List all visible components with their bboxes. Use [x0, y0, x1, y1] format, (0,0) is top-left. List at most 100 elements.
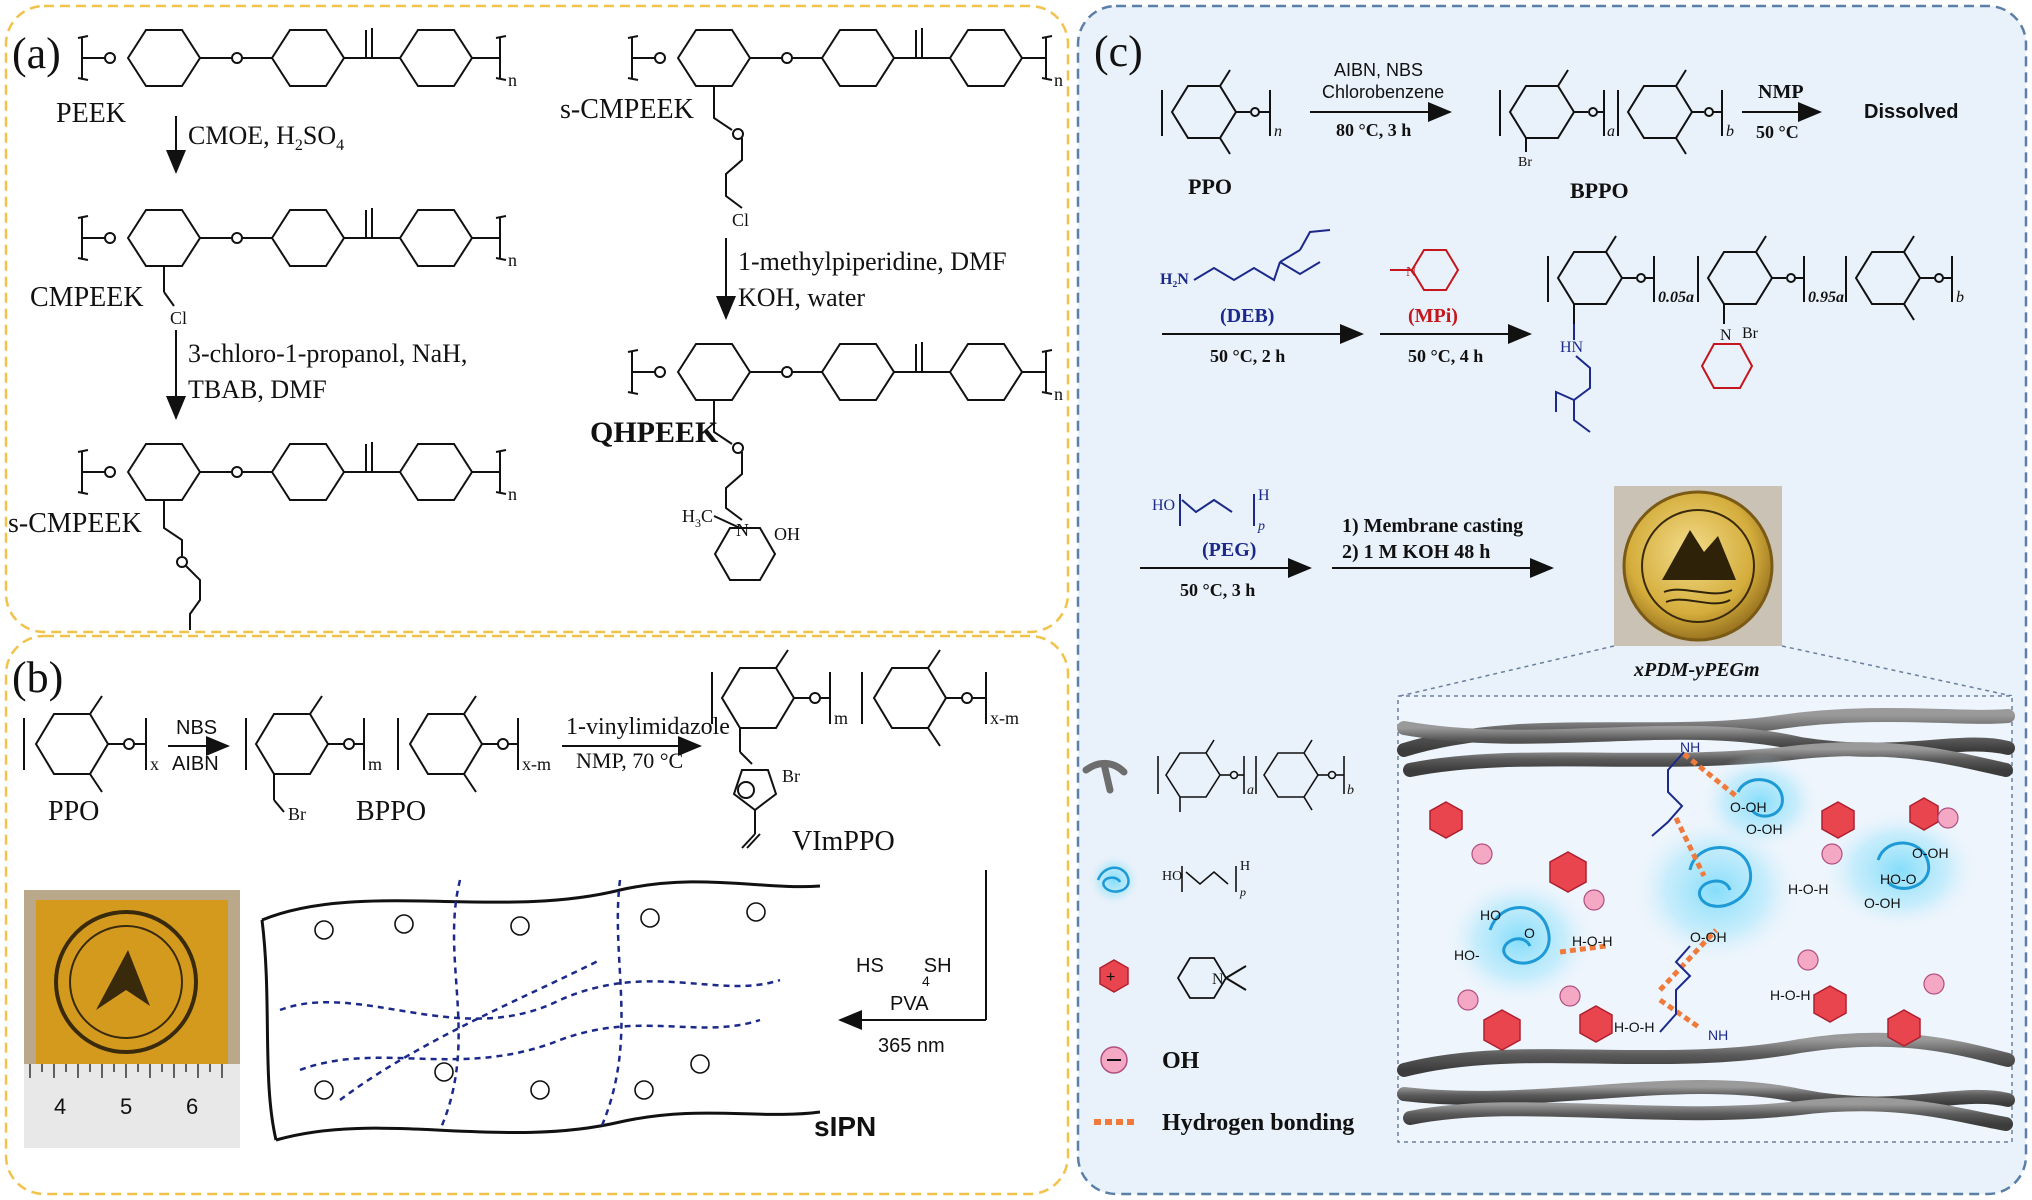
- legend-b: b: [1347, 783, 1354, 798]
- inset-label-nh-bottom: NH: [1708, 1027, 1728, 1043]
- legend-polymer-structure: [1157, 739, 1345, 812]
- legend-peg-h: H: [1240, 859, 1250, 874]
- c-mpi-structure: [1390, 249, 1460, 291]
- b-vimppo-xm: x-m: [990, 708, 1019, 728]
- b-reagent-nmp: NMP, 70 °C: [576, 748, 683, 773]
- c-ppo-structure: [1161, 69, 1271, 155]
- inset-label-nh-top: NH: [1680, 739, 1700, 755]
- b-bppo-xm: x-m: [522, 754, 551, 774]
- c-r2-cond: 50 °C: [1756, 122, 1799, 142]
- c-peg-structure: [1179, 494, 1255, 526]
- c-peg-cond: 50 °C, 3 h: [1180, 580, 1255, 600]
- legend-oh-label: OH: [1162, 1048, 1200, 1074]
- b-vimppo-label: VImPPO: [792, 826, 895, 857]
- inset-label-13: O-OH: [1864, 895, 1901, 911]
- b-ppo-x: x: [150, 754, 159, 774]
- step2-line2: TBAB, DMF: [188, 375, 327, 404]
- panel-b-label: (b): [12, 653, 63, 702]
- b-bppo-structure: [245, 695, 519, 813]
- s-cmpeek-label: s-CMPEEK: [8, 508, 142, 539]
- panel-a: (a) n PEEK CMOE, H2SO4: [8, 28, 1063, 630]
- inset-label-5: O: [1524, 925, 1535, 941]
- b-ppo-structure: [23, 695, 147, 793]
- c-bppo-br: Br: [1518, 155, 1532, 170]
- b-uv: 365 nm: [878, 1035, 945, 1057]
- peek-n: n: [508, 70, 517, 90]
- legend-peg-ho: HO: [1162, 869, 1182, 884]
- c-ppo-n: n: [1274, 123, 1282, 140]
- panel-c-label: (c): [1094, 27, 1143, 76]
- inset-label-14: O-OH: [1912, 845, 1949, 861]
- s-cmpeek-n: n: [508, 484, 517, 504]
- b-sipn-label: sIPN: [814, 1111, 876, 1142]
- c-product-mpi-arm: [1700, 343, 1754, 389]
- c-deb-structure: [1193, 229, 1331, 282]
- c-r1-line2: Chlorobenzene: [1322, 82, 1444, 102]
- inset-label-8: H-O-H: [1572, 933, 1612, 949]
- qhpeek-n-plus: N: [736, 520, 749, 540]
- inset-label-6: HO-: [1454, 947, 1480, 963]
- b-pva: PVA: [890, 993, 929, 1015]
- cmpeek-n: n: [508, 250, 517, 270]
- step3-line2: KOH, water: [738, 283, 865, 312]
- c-product-deb-arm: [1555, 324, 1591, 433]
- c-product-structure: [1547, 235, 1953, 324]
- inset-label-10: H-O-H: [1614, 1019, 1654, 1035]
- c-peg-h: H: [1258, 487, 1270, 504]
- c-peg-ho: HO: [1152, 497, 1175, 514]
- s-cmpeek-top-label: s-CMPEEK: [560, 94, 694, 125]
- c-product-br: Br: [1742, 325, 1759, 342]
- b-bppo-m: m: [368, 754, 382, 774]
- panel-c: (c) n PPO AIBN, NBS Chlorobenzene 80 °C,…: [1082, 27, 2015, 1143]
- c-bppo-a: a: [1607, 123, 1615, 140]
- panel-a-label: (a): [12, 29, 61, 78]
- panel-a-frame: [4, 4, 1070, 634]
- inset-label-3: H-O-H: [1788, 881, 1828, 897]
- inset-label-1: O-OH: [1730, 799, 1767, 815]
- legend-peg-p: p: [1239, 885, 1246, 899]
- b-thiol-4: 4: [922, 973, 930, 989]
- c-legend: a b HO H p + N OH Hydrogen bonding: [1082, 739, 1354, 1136]
- b-bppo-label: BPPO: [356, 796, 426, 827]
- panel-b-frame: [4, 634, 1070, 1196]
- b-sipn-network: [260, 879, 821, 1142]
- inset-label-12: HO-O: [1880, 871, 1917, 887]
- c-mpi-label: (MPi): [1408, 305, 1458, 327]
- ruler-tick-6: 6: [186, 1094, 198, 1119]
- s-cmpeek-structure: [77, 442, 507, 630]
- s-cmpeek-top-cl: Cl: [732, 210, 749, 230]
- peek-structure: [77, 28, 507, 87]
- legend-n: N: [1212, 971, 1224, 988]
- c-peg-label: (PEG): [1202, 539, 1256, 561]
- panel-b: (b) x PPO NBS AIBN m x-m Br: [12, 649, 1019, 1148]
- ruler-tick-5: 5: [120, 1094, 132, 1119]
- c-product-095a: 0.95a: [1808, 289, 1844, 306]
- c-product-n: N: [1720, 327, 1732, 344]
- c-product-hn: HN: [1560, 339, 1584, 356]
- c-deb-amine: H₂N: [1160, 271, 1189, 288]
- c-r4-line2: 2) 1 M KOH 48 h: [1342, 541, 1490, 563]
- c-deb-cond: 50 °C, 2 h: [1210, 346, 1285, 366]
- c-deb-label: (DEB): [1220, 305, 1274, 327]
- s-cmpeek-top-n: n: [1054, 70, 1063, 90]
- inset-label-4: HO: [1480, 907, 1501, 923]
- cmpeek-structure: [77, 208, 507, 307]
- c-r4-line1: 1) Membrane casting: [1342, 515, 1523, 537]
- step3-line1: 1-methylpiperidine, DMF: [738, 247, 1007, 276]
- b-bppo-br: Br: [288, 804, 306, 824]
- b-reagent-vinyl: 1-vinylimidazole: [566, 714, 730, 740]
- inset-label-2: O-OH: [1746, 821, 1783, 837]
- c-r2-top: NMP: [1758, 81, 1804, 103]
- c-r1-line1: AIBN, NBS: [1334, 60, 1423, 80]
- b-reagent-nbs: NBS: [176, 717, 217, 739]
- c-inset: [1397, 695, 2015, 1143]
- cmpeek-label: CMPEEK: [30, 282, 144, 313]
- s-cmpeek-top-structure: [627, 28, 1053, 209]
- c-product-b: b: [1956, 289, 1964, 306]
- c-mpi-cond: 50 °C, 4 h: [1408, 346, 1483, 366]
- c-product-005a: 0.05a: [1658, 289, 1694, 306]
- legend-hbond-label: Hydrogen bonding: [1162, 1110, 1354, 1136]
